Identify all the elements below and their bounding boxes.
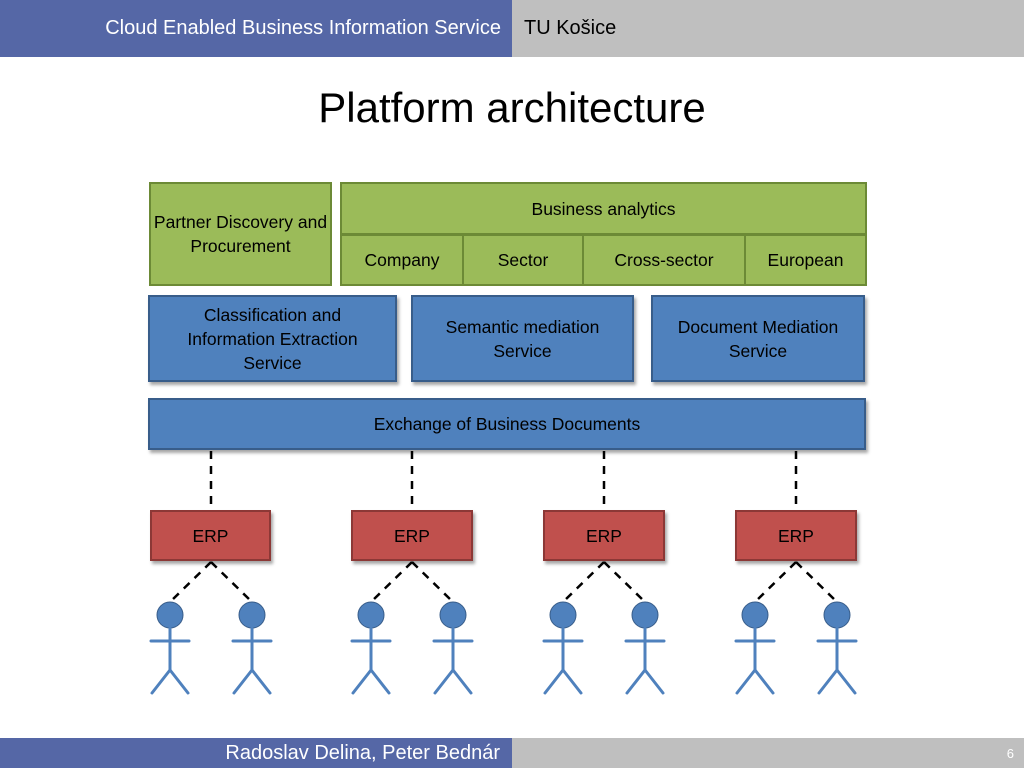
slide-title: Platform architecture <box>318 84 706 131</box>
user-left-leg <box>150 668 172 695</box>
erp-box-3: ERP <box>543 510 665 561</box>
erp-box-1: ERP <box>150 510 271 561</box>
user-connector-line <box>754 561 797 603</box>
header-institution: TU Košice <box>512 0 1024 57</box>
user-left-leg <box>351 668 373 695</box>
user-head <box>631 601 659 629</box>
user-right-leg <box>168 668 190 695</box>
user-left-leg <box>433 668 455 695</box>
user-figure-icon <box>432 601 474 695</box>
analytics-cross-sector-box: Cross-sector <box>582 234 746 286</box>
user-left-leg <box>625 668 647 695</box>
user-head <box>823 601 851 629</box>
user-figure-icon <box>542 601 584 695</box>
footer-page-number: 6 <box>512 738 1024 768</box>
classification-service-box: Classification and Information Extractio… <box>148 295 397 382</box>
user-left-leg <box>817 668 839 695</box>
user-figure-icon <box>231 601 273 695</box>
user-right-leg <box>643 668 665 695</box>
exchange-box: Exchange of Business Documents <box>148 398 866 450</box>
user-right-leg <box>561 668 583 695</box>
user-left-leg <box>543 668 565 695</box>
header-course-title: Cloud Enabled Business Information Servi… <box>0 0 512 57</box>
user-head <box>741 601 769 629</box>
user-right-leg <box>451 668 473 695</box>
user-right-leg <box>753 668 775 695</box>
user-left-leg <box>735 668 757 695</box>
user-figure-icon <box>624 601 666 695</box>
user-figure-icon <box>350 601 392 695</box>
erp-box-2: ERP <box>351 510 473 561</box>
analytics-sector-box: Sector <box>462 234 584 286</box>
user-figure-icon <box>149 601 191 695</box>
user-figure-icon <box>734 601 776 695</box>
document-mediation-box: Document Mediation Service <box>651 295 865 382</box>
user-connector-line <box>562 561 605 603</box>
user-head <box>439 601 467 629</box>
user-connector-line <box>169 561 212 603</box>
user-left-leg <box>232 668 254 695</box>
user-head <box>549 601 577 629</box>
analytics-european-box: European <box>744 234 867 286</box>
user-connector-line <box>411 561 454 603</box>
footer-authors: Radoslav Delina, Peter Bednár <box>0 738 512 768</box>
partner-discovery-box: Partner Discovery and Procurement <box>149 182 332 286</box>
user-connector-line <box>603 561 646 603</box>
business-analytics-box: Business analytics <box>340 182 867 235</box>
analytics-company-box: Company <box>340 234 464 286</box>
erp-box-4: ERP <box>735 510 857 561</box>
user-connector-line <box>370 561 413 603</box>
user-right-leg <box>369 668 391 695</box>
user-head <box>357 601 385 629</box>
user-connector-line <box>210 561 253 603</box>
user-figure-icon <box>816 601 858 695</box>
user-head <box>238 601 266 629</box>
user-head <box>156 601 184 629</box>
semantic-mediation-box: Semantic mediation Service <box>411 295 634 382</box>
user-right-leg <box>835 668 857 695</box>
user-connector-line <box>795 561 838 603</box>
user-right-leg <box>250 668 272 695</box>
